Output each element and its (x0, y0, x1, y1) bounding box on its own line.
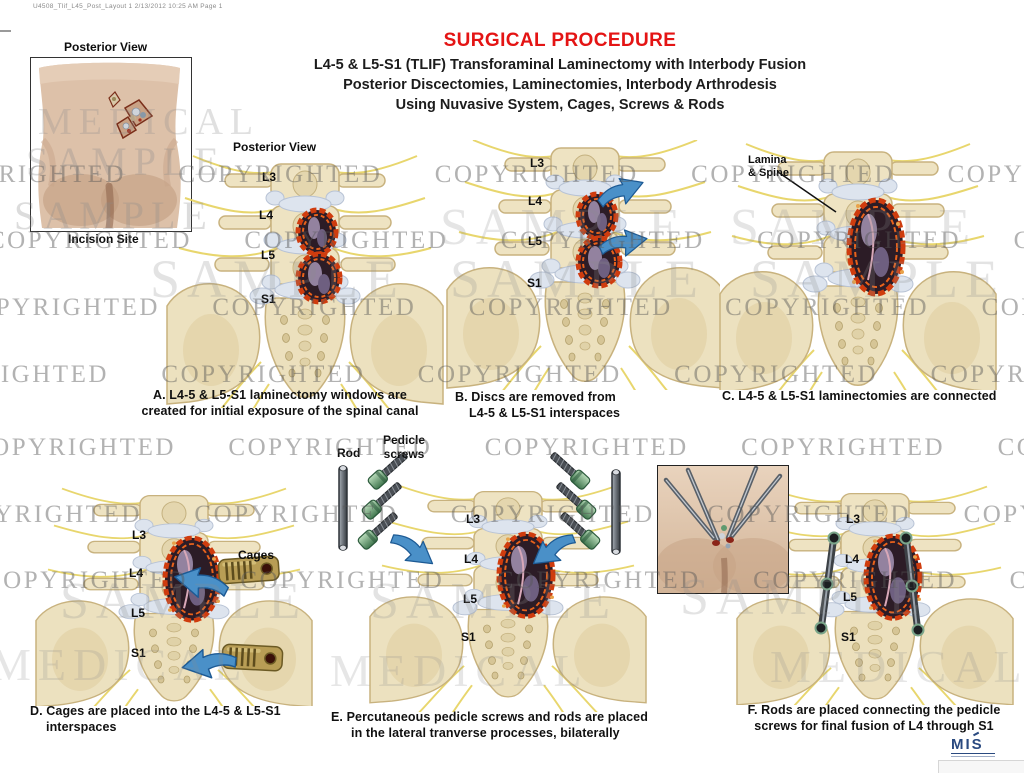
vertebra-label-l3: L3 (530, 156, 545, 170)
vertebra-label-l4: L4 (129, 566, 144, 580)
spine-panel-a: L3 L4 L5 S1 (165, 152, 445, 408)
vertebra-label-l3: L3 (132, 528, 147, 542)
vertebra-label-l5: L5 (528, 234, 543, 248)
vertebra-label-s1: S1 (461, 630, 476, 644)
vertebra-label-l3: L3 (466, 512, 481, 526)
caption-e: E. Percutaneous pedicle screws and rods … (331, 710, 648, 740)
subtitle-line-2: Posterior Discectomies, Laminectomies, I… (343, 77, 777, 93)
spine-illustration-e (338, 448, 647, 712)
corner-artifact (938, 760, 1024, 773)
vertebra-label-l5: L5 (131, 606, 146, 620)
subtitle-line-3: Using Nuvasive System, Cages, Screws & R… (395, 97, 725, 113)
caption-c: C. L4-5 & L5-S1 laminectomies are connec… (722, 389, 997, 403)
incision-site-figure (30, 57, 192, 232)
lamina-leader-line (777, 171, 837, 213)
cages-label: Cages (238, 548, 275, 562)
incision-view-label: Posterior View (64, 40, 148, 54)
print-header: U4508_Tlif_L45_Post_Layout 1 2/13/2012 1… (33, 3, 223, 10)
incision-illustration (38, 62, 181, 232)
spine-panel-d: L3 L4 L5 S1 Cages (22, 448, 332, 706)
page-edge-mark (0, 30, 11, 32)
vertebra-label-s1: S1 (841, 630, 856, 644)
caption-d: D. Cages are placed into the L4-5 & L5-S… (30, 704, 281, 734)
lamina-spine-label: Lamina & Spine (748, 154, 789, 180)
panel-a-view-label: Posterior View (233, 140, 317, 154)
logo-text: MIS (951, 736, 984, 753)
vertebra-label-l5: L5 (463, 592, 478, 606)
vertebra-label-l4: L4 (259, 208, 274, 222)
vertebra-label-l5: L5 (843, 590, 858, 604)
spine-panel-f: L3 L4 L5 S1 (655, 440, 1024, 705)
page-title: SURGICAL PROCEDURE (443, 30, 677, 51)
spine-illustration-d (35, 487, 313, 706)
spine-illustration-b (446, 140, 720, 390)
vertebra-label-l4: L4 (528, 194, 543, 208)
vertebra-label-s1: S1 (261, 292, 276, 306)
vertebra-label-l5: L5 (261, 248, 276, 262)
rod-label: Rod (337, 446, 361, 460)
rod-left (338, 464, 348, 552)
spine-illustration-f (736, 485, 1014, 705)
incision-caption: Incision Site (68, 232, 139, 246)
pedicle-screws-left (356, 448, 411, 552)
vertebra-label-l3: L3 (846, 512, 861, 526)
page-subtitle: L4-5 & L5-S1 (TLIF) Transforaminal Lamin… (112, 55, 1008, 115)
vertebra-label-l4: L4 (464, 552, 479, 566)
caption-a: A. L4-5 & L5-S1 laminectomy windows are … (141, 388, 419, 418)
pedicle-screws-label: Pedicle screws (383, 433, 426, 461)
subtitle-line-1: L4-5 & L5-S1 (TLIF) Transforaminal Lamin… (313, 57, 807, 73)
vertebra-label-s1: S1 (131, 646, 146, 660)
percutaneous-inset-figure (656, 465, 793, 594)
vertebra-label-l4: L4 (845, 552, 860, 566)
caption-f: F. Rods are placed connecting the pedicl… (747, 703, 1001, 733)
rod-assembly-right (899, 531, 925, 637)
spine-panel-c: Lamina & Spine (718, 142, 1024, 390)
spine-illustration-c (719, 143, 997, 390)
mis-logo: MIS (951, 731, 995, 757)
inset-illustration (656, 465, 793, 594)
vertebra-label-s1: S1 (527, 276, 542, 290)
vertebra-label-l3: L3 (262, 170, 277, 184)
caption-b: B. Discs are removed from L4-5 & L5-S1 i… (455, 390, 621, 420)
spine-panel-e: Rod Pedicle screws L3 L4 L5 S1 (333, 432, 663, 712)
spine-panel-b: L3 L4 L5 S1 (445, 140, 720, 390)
rod-right (611, 468, 621, 556)
spine-illustration-a (166, 155, 444, 408)
logo-rule (951, 753, 995, 757)
rod-assembly-left (814, 531, 841, 635)
